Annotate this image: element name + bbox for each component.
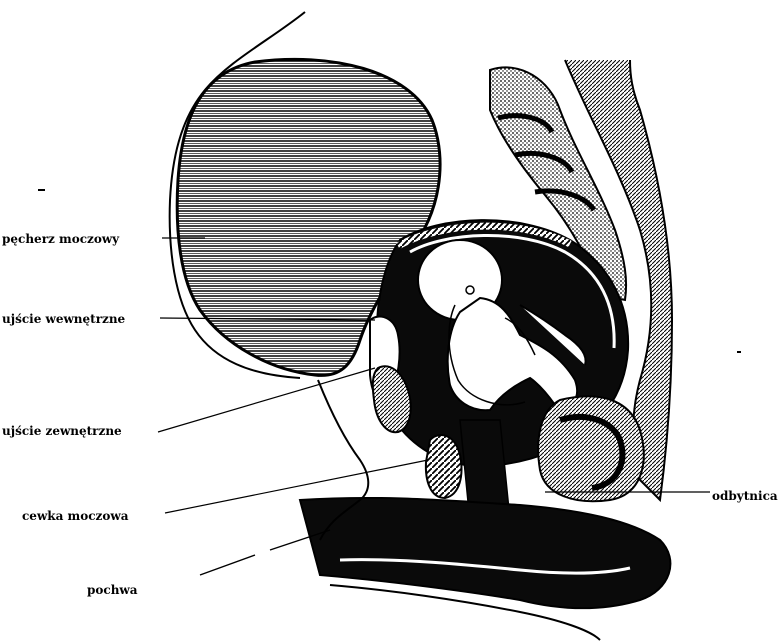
leader-ujscie-zewnetrzne [158, 368, 375, 432]
label-rectum: odbytnica [712, 489, 778, 503]
label-bladder: pęcherz moczowy [2, 232, 119, 246]
perineum-shape [300, 498, 670, 608]
label-internal-os: ujście wewnętrzne [2, 312, 125, 326]
urethra-shape [426, 435, 462, 498]
rectum-shape [538, 396, 644, 501]
leader-pochwa-1 [200, 555, 255, 575]
label-vagina: pochwa [87, 583, 138, 597]
label-external-os: ujście zewnętrzne [2, 424, 122, 438]
label-urethra: cewka moczowa [22, 509, 128, 523]
